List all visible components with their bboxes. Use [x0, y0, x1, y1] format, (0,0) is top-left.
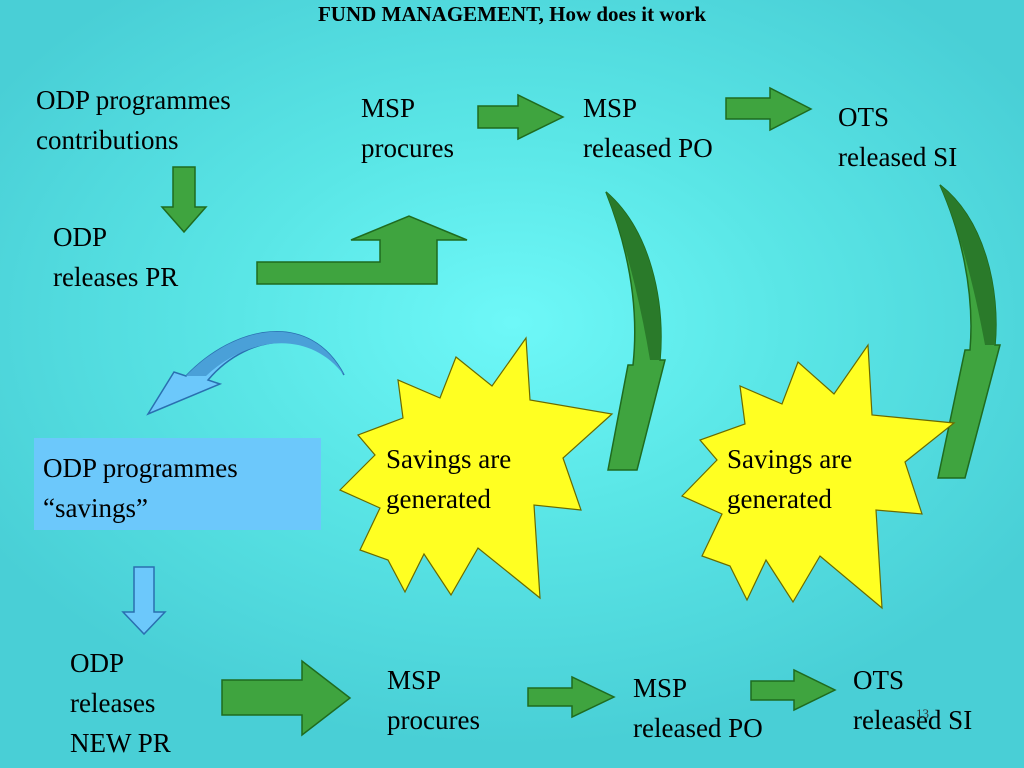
- savings-box: [34, 438, 321, 530]
- msp-released-po-bottom-label: MSP released PO: [633, 673, 763, 743]
- slide-number: 13: [916, 706, 929, 721]
- arrow-right-top-1: [477, 93, 565, 141]
- savings-burst-right: [680, 343, 956, 610]
- arrow-down-savings: [121, 566, 167, 636]
- odp-releases-pr-label: ODP releases PR: [53, 222, 179, 292]
- arrow-bent-up-pr: [256, 215, 468, 285]
- msp-procures-bottom-label: MSP procures: [387, 665, 480, 735]
- burst-left-label: Savings are generated: [386, 444, 512, 514]
- arrow-right-bottom-2: [527, 675, 616, 719]
- savings-box-label: ODP programmes “savings”: [43, 453, 238, 523]
- odp-contributions-label: ODP programmes contributions: [36, 85, 231, 155]
- burst-right-label: Savings are generated: [727, 444, 853, 514]
- msp-released-po-top-label: MSP released PO: [583, 93, 713, 163]
- ots-released-si-bottom-label: OTS released SI: [853, 665, 973, 735]
- arrow-right-top-2: [725, 86, 813, 132]
- odp-releases-new-pr-label: ODP releases NEW PR: [70, 648, 171, 758]
- savings-burst-left: [338, 336, 614, 600]
- ots-released-si-top-label: OTS released SI: [838, 102, 958, 172]
- msp-procures-top-label: MSP procures: [361, 93, 454, 163]
- arrow-right-bottom-3: [750, 668, 837, 712]
- arrow-down-contributions: [160, 166, 208, 234]
- arrow-right-bottom-1: [221, 659, 352, 737]
- slide-title: FUND MANAGEMENT, How does it work: [317, 2, 707, 26]
